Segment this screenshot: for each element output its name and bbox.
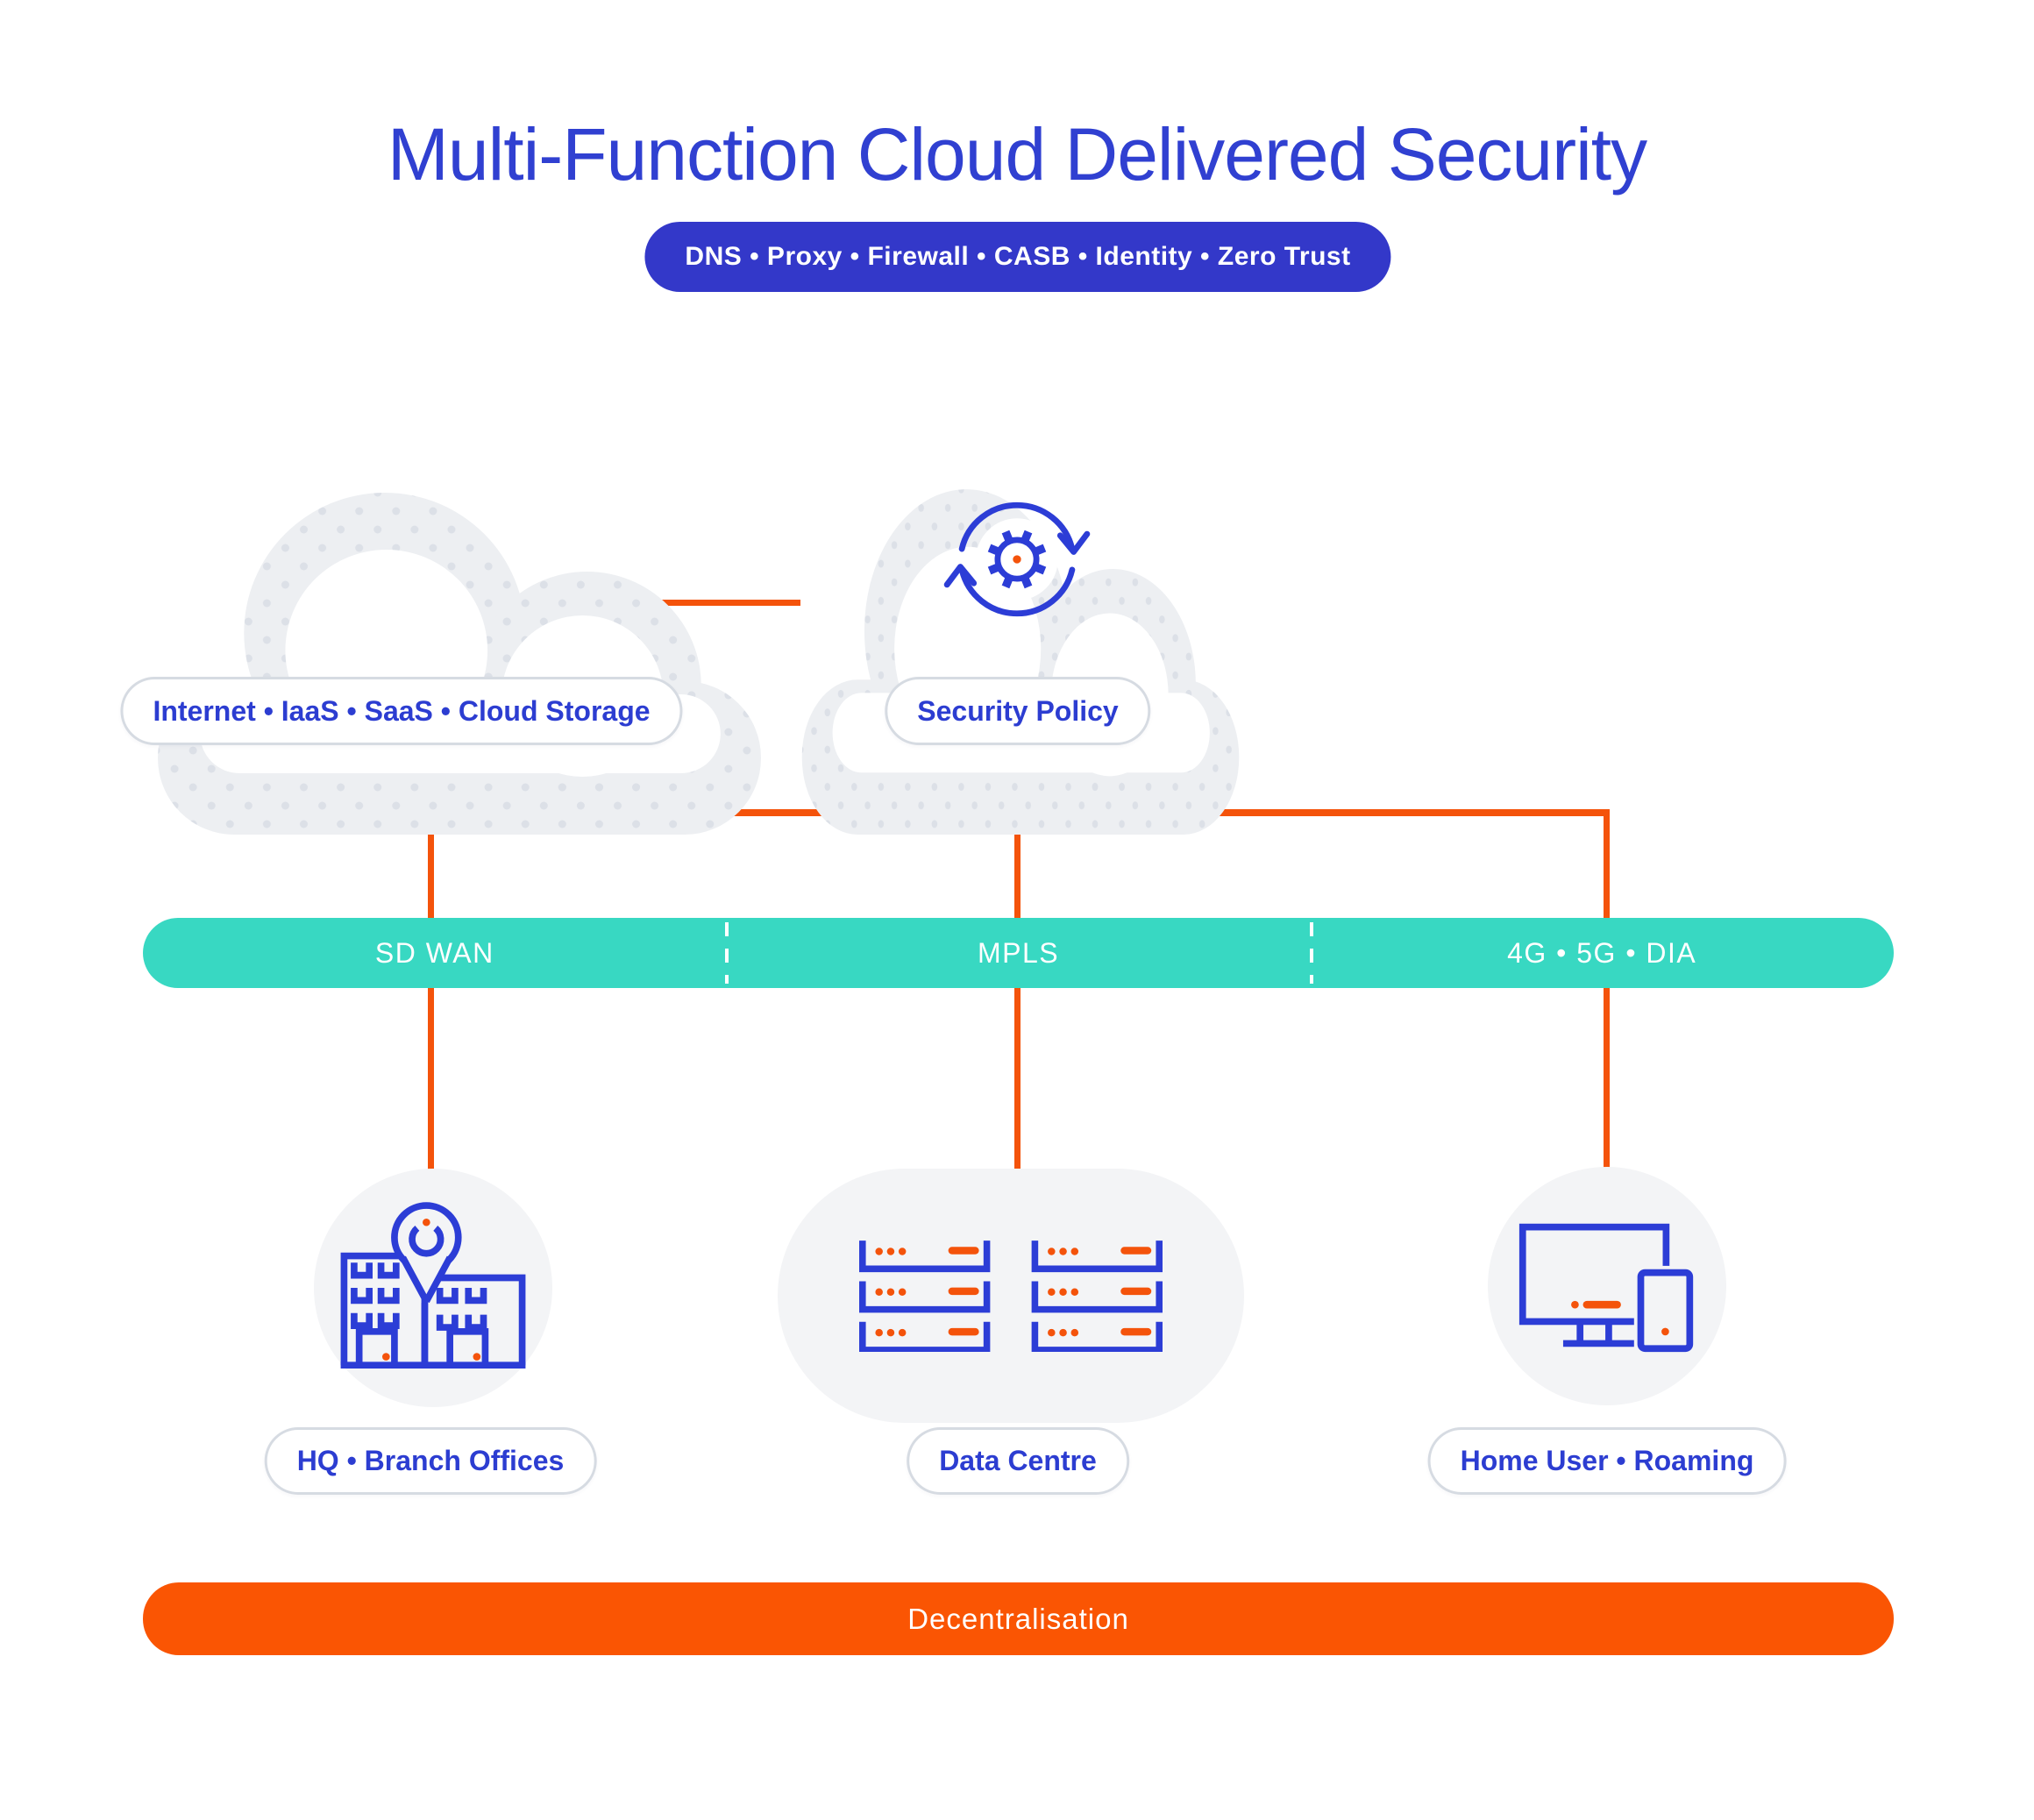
connector-bracket-right-drop [1604,809,1610,920]
transport-bar-divider-2 [1310,922,1313,984]
connector-clouds-horizontal [620,600,800,606]
capabilities-badge-label: DNS • Proxy • Firewall • CASB • Identity… [685,242,1351,271]
capabilities-badge: DNS • Proxy • Firewall • CASB • Identity… [644,222,1391,292]
page-title: Multi-Function Cloud Delivered Security [387,113,1647,196]
hq-endpoint-label: HQ • Branch Offices [264,1427,597,1495]
home-endpoint-label: Home User • Roaming [1427,1427,1787,1495]
home-endpoint-label-text: Home User • Roaming [1460,1445,1754,1476]
home-endpoint-tile [1488,1167,1726,1405]
decentralisation-bar-label: Decentralisation [907,1602,1129,1635]
datacentre-endpoint-tile [778,1169,1244,1423]
office-building-pin-icon [340,1202,526,1369]
server-racks-icon [859,1240,1163,1352]
desktop-mobile-icon [1518,1223,1697,1354]
connector-bracket-left-drop [428,809,434,920]
transport-segment-mpls: MPLS [727,918,1311,988]
internet-cloud-icon [158,493,761,835]
transport-bar: SD WAN MPLS 4G • 5G • DIA [143,918,1894,988]
transport-segment-sdwan-label: SD WAN [374,936,494,969]
security-policy-label-text: Security Policy [917,694,1119,727]
transport-segment-4g5gdia: 4G • 5G • DIA [1310,918,1894,988]
datacentre-endpoint-label: Data Centre [907,1427,1129,1495]
connector-dia-to-home [1604,988,1610,1169]
hq-endpoint-label-text: HQ • Branch Offices [296,1445,565,1476]
transport-segment-mpls-label: MPLS [977,936,1060,969]
internet-cloud-label: Internet • IaaS • SaaS • Cloud Storage [120,677,683,745]
connector-sdwan-to-hq [428,988,434,1170]
transport-segment-sdwan: SD WAN [143,918,727,988]
connector-mpls-to-datacentre [1014,988,1021,1170]
internet-cloud-label-text: Internet • IaaS • SaaS • Cloud Storage [153,694,651,727]
transport-segment-4g5gdia-label: 4G • 5G • DIA [1507,936,1697,969]
transport-bar-divider-1 [725,922,729,984]
hq-endpoint-tile [314,1169,552,1407]
security-policy-label: Security Policy [885,677,1151,745]
datacentre-endpoint-label-text: Data Centre [939,1445,1097,1476]
sync-gear-icon [943,501,1091,617]
decentralisation-bar: Decentralisation [143,1582,1894,1655]
